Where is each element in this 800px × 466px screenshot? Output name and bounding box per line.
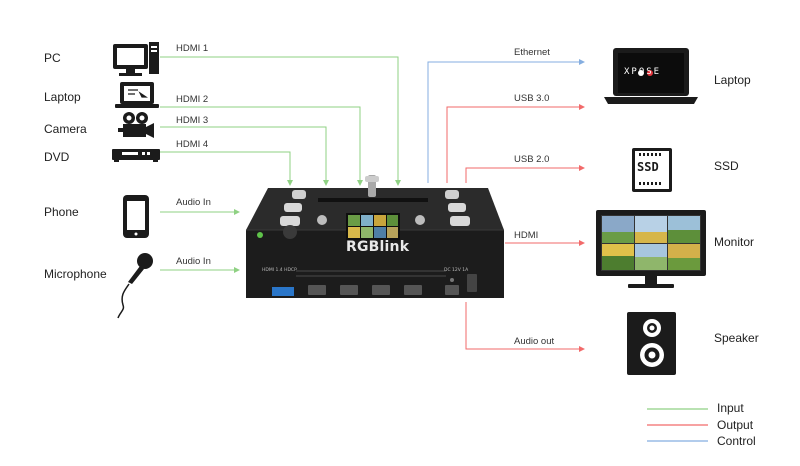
- conn-hdmi3: HDMI 3: [176, 115, 209, 126]
- label-monitor: Monitor: [714, 235, 755, 249]
- label-dvd: DVD: [44, 150, 70, 164]
- label-pc: PC: [44, 51, 61, 65]
- ssd-icon: [632, 148, 672, 192]
- laptop-screen-text: XPOSE: [624, 67, 662, 77]
- conn-audio-out: Audio out: [514, 336, 555, 347]
- speaker-icon: [627, 312, 676, 375]
- camera-icon: [118, 112, 154, 138]
- laptop-icon: [115, 82, 159, 108]
- device-rear-label: HDMI 1.4 HDCP: [262, 268, 297, 273]
- label-microphone: Microphone: [44, 267, 107, 281]
- microphone-icon: [117, 253, 153, 319]
- conn-ethernet: Ethernet: [514, 47, 550, 58]
- label-ssd: SSD: [714, 159, 739, 173]
- audio-out-line: [465, 302, 582, 350]
- legend-control-label: Control: [717, 434, 756, 448]
- label-phone: Phone: [44, 205, 79, 219]
- label-camera: Camera: [44, 122, 87, 136]
- hdmi2-line: [160, 106, 361, 183]
- ethernet-line: [427, 61, 582, 183]
- usb3-line: [446, 106, 582, 183]
- monitor-icon: [596, 210, 706, 288]
- conn-hdmi1: HDMI 1: [176, 43, 209, 54]
- label-laptop-left: Laptop: [44, 90, 81, 104]
- legend-output-label: Output: [717, 418, 754, 432]
- label-speaker: Speaker: [714, 331, 759, 345]
- conn-usb3: USB 3.0: [514, 93, 550, 104]
- conn-audio-in-1: Audio In: [176, 197, 211, 208]
- legend-input-label: Input: [717, 401, 744, 415]
- pc-icon: [113, 42, 159, 76]
- hdmi3-line: [160, 126, 327, 183]
- xpose-laptop-icon: [604, 48, 698, 104]
- rgblink-switcher-device: [246, 175, 504, 298]
- dvd-icon: [112, 149, 160, 162]
- hdmi1-line: [160, 56, 399, 183]
- device-brand-logo: RGBlink: [346, 239, 410, 255]
- ssd-label: SSD: [637, 160, 659, 174]
- usb2-line: [465, 167, 582, 183]
- conn-usb2: USB 2.0: [514, 154, 550, 165]
- hdmi4-line: [160, 151, 291, 183]
- conn-hdmi2: HDMI 2: [176, 94, 209, 105]
- label-laptop-right: Laptop: [714, 73, 751, 87]
- conn-hdmi4: HDMI 4: [176, 139, 209, 150]
- device-rear-label-2: DC 12V 1A: [444, 268, 469, 273]
- phone-icon: [123, 195, 149, 238]
- conn-hdmi-out: HDMI: [514, 230, 539, 241]
- conn-audio-in-2: Audio In: [176, 256, 211, 267]
